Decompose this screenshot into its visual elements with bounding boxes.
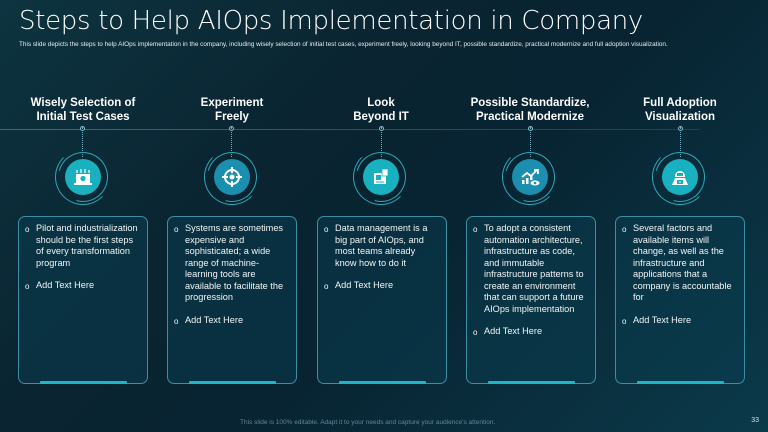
step-title-line2: Beyond IT — [353, 111, 409, 123]
page-subtitle: This slide depicts the steps to help AIO… — [19, 41, 668, 48]
bullet-item: o Add Text Here — [324, 280, 394, 291]
step-3-card: o Data management is a big part of AIOps… — [317, 216, 447, 384]
connector-line — [231, 127, 232, 157]
timeline-divider — [0, 129, 700, 130]
step-4-icon-badge — [495, 142, 565, 212]
bullet-marker: o — [473, 328, 478, 337]
step-title-line2: Practical Modernize — [475, 111, 584, 123]
connector-line — [82, 127, 83, 157]
step-title-line2: Initial Test Cases — [36, 111, 130, 123]
connector-line — [680, 127, 681, 157]
step-title-line1: Possible Standardize, — [470, 97, 590, 109]
step-2-icon-badge — [197, 142, 267, 212]
card-accent-bar — [339, 381, 426, 384]
connector-line — [381, 127, 382, 157]
step-5-icon-badge — [645, 142, 715, 212]
data-storage-icon — [374, 168, 389, 184]
page-number: 33 — [751, 417, 759, 424]
bullet-marker: o — [622, 225, 627, 234]
step-2-heading: Experiment Freely — [157, 96, 307, 126]
bullet-item: o Data management is a big part of AIOps… — [324, 223, 428, 268]
bullet-item: o Pilot and industrialization should be … — [25, 223, 138, 268]
step-1-icon-badge — [48, 142, 118, 212]
step-1-heading: Wisely Selection of Initial Test Cases — [8, 96, 158, 126]
bullet-item: o Add Text Here — [473, 326, 543, 337]
step-5-card: o Several factors and available items wi… — [615, 216, 745, 384]
bullet-marker: o — [324, 225, 329, 234]
bullet-item: o Systems are sometimes expensive and so… — [174, 223, 284, 302]
footer-note: This slide is 100% editable. Adapt it to… — [240, 419, 496, 426]
step-title-line1: Full Adoption — [643, 97, 717, 109]
bullet-marker: o — [324, 282, 329, 291]
step-4-heading: Possible Standardize, Practical Moderniz… — [455, 96, 605, 126]
step-4-card: o To adopt a consistent automation archi… — [466, 216, 596, 384]
bullet-item: o Add Text Here — [622, 314, 692, 326]
page-title: Steps to Help AIOps Implementation in Co… — [19, 6, 644, 36]
target-icon — [222, 167, 242, 187]
card-accent-bar — [40, 381, 127, 384]
step-3-icon-badge — [346, 142, 416, 212]
bullet-marker: o — [25, 282, 30, 291]
step-title-line1: Experiment — [200, 97, 264, 109]
bullet-marker: o — [473, 225, 478, 234]
connector-line — [530, 127, 531, 157]
step-title-line1: Look — [367, 97, 395, 109]
bullet-marker: o — [174, 316, 179, 326]
laptop-network-icon — [74, 169, 92, 185]
bullet-item: o Add Text Here — [25, 280, 95, 291]
bullet-item: o Add Text Here — [174, 314, 244, 326]
step-title-line2: Visualization — [644, 111, 716, 123]
growth-chart-eye-icon — [521, 169, 540, 186]
bullet-item: o Several factors and available items wi… — [622, 223, 732, 302]
card-accent-bar — [488, 381, 575, 384]
step-title-line1: Wisely Selection of — [30, 97, 136, 109]
card-accent-bar — [189, 381, 276, 384]
step-title-line2: Freely — [215, 111, 249, 123]
bullet-marker: o — [174, 225, 179, 234]
step-2-card: o Systems are sometimes expensive and so… — [167, 216, 297, 384]
bullet-marker: o — [622, 316, 627, 326]
step-5-heading: Full Adoption Visualization — [605, 96, 755, 126]
bullet-item: o To adopt a consistent automation archi… — [473, 223, 584, 314]
card-accent-bar — [637, 381, 724, 384]
bullet-marker: o — [25, 225, 30, 234]
step-1-card: o Pilot and industrialization should be … — [18, 216, 148, 384]
step-3-heading: Look Beyond IT — [306, 96, 456, 126]
hacker-laptop-icon — [672, 171, 688, 185]
